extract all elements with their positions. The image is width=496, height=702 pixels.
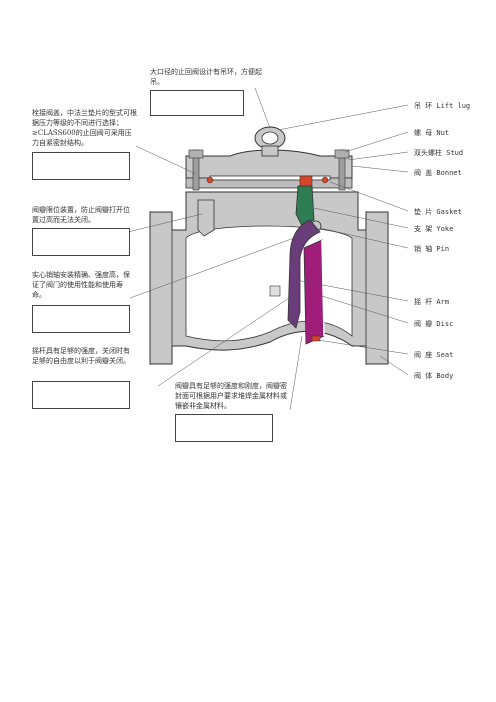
disc-stop — [197, 199, 215, 237]
label-arm: 摇 杆 Arm — [414, 298, 450, 306]
body-plug — [269, 285, 281, 297]
gasket-marker-left — [206, 176, 214, 184]
note-lift-lug: 大口径的止回阀设计有吊环，方便起吊。 — [150, 68, 262, 86]
lift-lug-hole — [261, 131, 279, 145]
label-bonnet: 阀 盖 Bonnet — [414, 169, 462, 177]
label-yoke: 支 架 Yoke — [414, 225, 454, 233]
nut-left — [188, 149, 204, 159]
note-box-pin — [32, 305, 130, 333]
note-box-bolted-bonnet — [32, 152, 130, 180]
label-stud: 双头螺柱 Stud — [414, 149, 464, 157]
label-gasket: 垫 片 Gasket — [414, 208, 462, 216]
note-box-lift-lug — [150, 90, 244, 116]
nut-right — [334, 149, 350, 159]
note-box-disc — [175, 414, 273, 442]
note-box-arm — [32, 381, 130, 409]
body-bore — [185, 225, 353, 342]
label-lift-lug: 吊 环 Lift lug — [414, 102, 471, 110]
label-body: 阀 体 Body — [414, 372, 454, 380]
note-box-disc-stop — [32, 228, 130, 256]
note-disc: 阀瓣具有足够的强度和刚度，阀瓣密封面可根据用户要求堆焊金属材料或镶嵌非金属材料。 — [175, 382, 287, 410]
note-pin: 实心销轴安装精确、强度高，保证了阀门的使用性能和使用寿命。 — [32, 271, 130, 299]
yoke-cap — [299, 175, 313, 187]
label-nut: 螺 母 Nut — [414, 129, 450, 137]
label-disc: 阀 瓣 Disc — [414, 320, 454, 328]
leader-lines — [127, 87, 409, 411]
arm — [287, 219, 321, 329]
disc — [303, 239, 325, 345]
note-bolted-bonnet: 栓接阀盖，中法兰垫片的型式可根据压力等级的不同进行选择；≥CLASS600的止回… — [32, 109, 137, 147]
label-seat: 阀 座 Seat — [414, 351, 454, 359]
gasket-marker-right — [321, 176, 329, 184]
seat — [311, 335, 321, 342]
note-disc-stop: 阀瓣限位装置，防止阀瓣打开位置过高而无法关闭。 — [32, 206, 130, 224]
label-pin: 销 轴 Pin — [414, 245, 450, 253]
note-arm: 摇杆具有足够的强度，关闭时有足够的自由度以利于阀瓣关闭。 — [32, 347, 130, 365]
yoke — [295, 185, 315, 227]
